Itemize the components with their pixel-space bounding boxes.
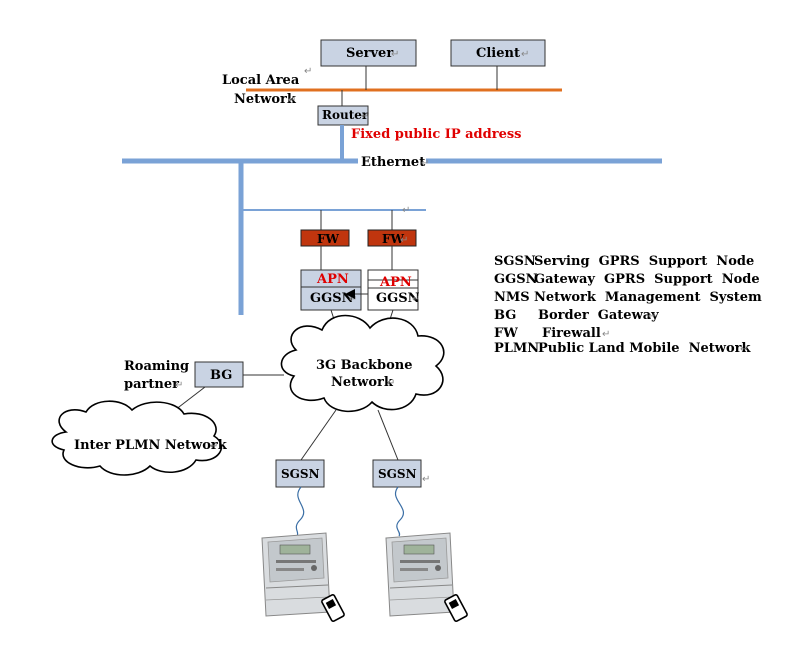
return-mark: ↵ <box>361 111 369 122</box>
bg-label: BG <box>210 368 232 383</box>
sgsn-right-box <box>372 459 422 488</box>
legend-text: Serving GPRS Support Node <box>534 254 754 269</box>
server-box <box>320 39 417 67</box>
return-mark: ↵ <box>521 49 529 60</box>
roaming-label-line2: partner <box>124 377 179 392</box>
sgsn-right-label: SGSN <box>378 467 417 481</box>
return-mark: ↵ <box>387 378 395 389</box>
ggsn-left-label: GGSN <box>310 291 354 306</box>
return-mark: ↵ <box>210 441 218 452</box>
return-mark: ↵ <box>648 311 656 322</box>
legend-abbr: GGSN <box>494 272 538 287</box>
legend: SGSN Serving GPRS Support Node GGSN Gate… <box>494 254 762 356</box>
ethernet-label: Ethernet <box>361 155 425 170</box>
legend-text: Border Gateway <box>538 308 659 323</box>
legend-abbr: PLMN <box>494 341 539 356</box>
fw-left-label: FW <box>317 232 340 246</box>
backbone-label-line1: 3G Backbone <box>316 358 413 373</box>
sgsn-left-box <box>275 459 325 488</box>
return-mark: ↵ <box>402 205 410 216</box>
inter-plmn-label: Inter PLMN Network <box>74 438 228 453</box>
bg-box <box>194 361 244 388</box>
sgsn-left-label: SGSN <box>281 467 320 481</box>
lan-label-line1: Local Area <box>222 73 300 88</box>
legend-text: Public Land Mobile Network <box>538 341 751 356</box>
mobile-phone-right-icon <box>444 594 468 622</box>
fw-left-box <box>300 229 350 247</box>
return-mark: ↵ <box>602 329 610 340</box>
client-label: Client <box>476 46 520 61</box>
smart-meter-left-icon <box>261 532 331 617</box>
legend-abbr: SGSN <box>494 254 536 269</box>
legend-text: Network Management System <box>534 290 762 305</box>
return-mark: ↵ <box>421 158 429 169</box>
legend-abbr: FW <box>494 326 518 341</box>
smart-meter-right-icon <box>385 532 455 617</box>
apn-right-label: APN <box>379 275 412 290</box>
inter-plmn-cloud <box>51 400 222 476</box>
return-mark: ↵ <box>400 235 408 246</box>
ggsn-right-label: GGSN <box>376 291 420 306</box>
backbone-sgsn-right-link <box>377 409 399 461</box>
lan-label-line2: Network <box>234 92 297 107</box>
apn-left-label: APN <box>316 272 349 287</box>
mobile-phone-left-icon <box>321 594 345 622</box>
return-mark: ↵ <box>740 344 748 355</box>
router-label: Router <box>322 108 369 122</box>
legend-text: Firewall <box>542 326 601 341</box>
server-label: Server <box>346 46 393 61</box>
return-mark: ↵ <box>175 380 183 391</box>
return-mark: ↵ <box>304 66 312 77</box>
ggsn-arrow-head <box>345 289 355 299</box>
return-mark: ↵ <box>422 474 430 485</box>
radio-link-left <box>295 486 305 537</box>
return-mark: ↵ <box>288 95 296 106</box>
return-mark: ↵ <box>391 49 399 60</box>
client-box <box>450 39 546 67</box>
backbone-sgsn-left-link <box>300 409 337 461</box>
backbone-cloud <box>280 314 445 413</box>
return-mark: ↵ <box>349 294 357 305</box>
legend-abbr: NMS <box>494 290 530 305</box>
radio-link-right <box>395 486 404 537</box>
legend-text: Gateway GPRS Support Node <box>534 272 760 287</box>
legend-abbr: BG <box>494 308 516 323</box>
fixed-ip-label: Fixed public IP address <box>351 127 522 142</box>
backbone-label-line2: Network <box>331 375 394 390</box>
fw-right-label: FW <box>382 232 405 246</box>
ggsn-right-box <box>367 269 419 311</box>
ggsn-left-box <box>300 269 362 311</box>
roaming-label-line1: Roaming <box>124 359 189 374</box>
return-mark: ↵ <box>412 294 420 305</box>
